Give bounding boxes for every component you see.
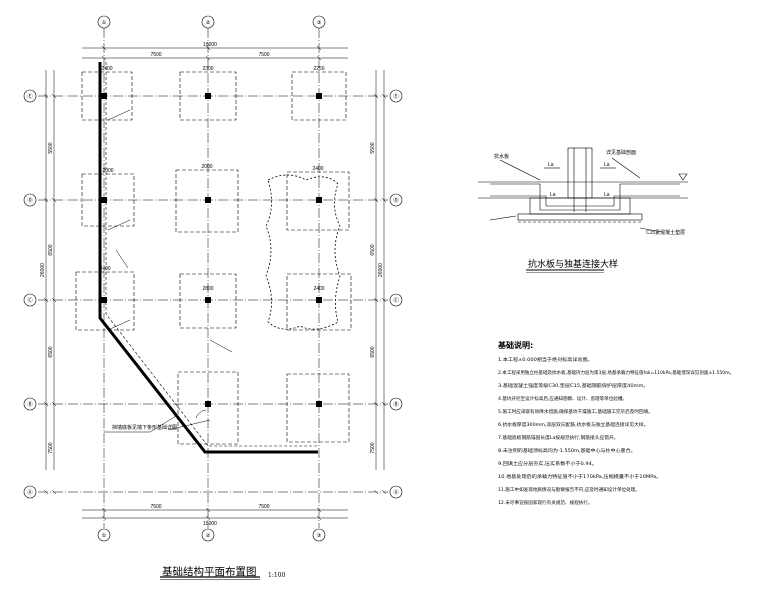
footing-pad — [81, 71, 133, 121]
note-line: 11.施工中如发现地质情况与勘察报告不符,应及时通知设计单位处理。 — [498, 486, 640, 493]
detail-label-section: 详见基础剖面 — [606, 149, 636, 156]
pad-size: 2000 — [201, 164, 212, 170]
axis-label-col-3-bottom: ③ — [317, 532, 322, 539]
axis-label-row-b-right: Ⓑ — [393, 400, 399, 408]
axis-label-col-1: ① — [102, 19, 107, 26]
pad-size: 2300 — [202, 66, 213, 72]
footing-pads — [75, 71, 352, 445]
footing-pad — [286, 171, 350, 231]
axis-label-col-2-bottom: ② — [206, 532, 211, 539]
axis-label-row-e-right: Ⓔ — [393, 92, 399, 100]
notes-lines: 1.本工程±0.000相当于绝对标高详总图。 2.本工程采用独立柱基础及抗水板,基… — [498, 356, 734, 506]
footing-pad — [81, 173, 135, 227]
dimension-lines — [43, 45, 387, 521]
footing-pad — [175, 169, 239, 233]
pad-size: 2000 — [102, 168, 113, 174]
axis-label-col-1-bottom: ① — [102, 532, 107, 539]
detail-label-la: La — [604, 162, 610, 168]
axis-bubbles — [23, 15, 403, 542]
leader-note: 挡墙底板见墙下条形基础详图 — [112, 424, 177, 431]
dim-left-span: 6500 — [48, 244, 54, 255]
pad-size: 2800 — [202, 286, 213, 292]
dim-right-span: 5500 — [370, 142, 376, 153]
pad-size: 2400 — [101, 66, 112, 72]
note-line: 8.未注明的基础顶标高均为-1.550m,基础中心与柱中心重合。 — [498, 447, 636, 454]
dim-bottom-span: 7500 — [258, 504, 269, 510]
note-line: 4.基坑开挖至设计标高后,应通知勘察、设计、监理等单位验槽。 — [498, 395, 627, 402]
plan-scale: 1:100 — [268, 572, 285, 579]
axis-label-row-c-right: Ⓒ — [393, 296, 399, 304]
detail-label-la: La — [550, 192, 556, 198]
pad-size: 2400 — [99, 266, 110, 272]
note-line: 10.地基处理后的承载力特征值不小于170kPa,压缩模量不小于10MPa。 — [498, 473, 661, 480]
detail-label-la: La — [604, 192, 610, 198]
plan-title: 基础结构平面布置图 — [162, 565, 257, 578]
retaining-wall — [98, 62, 318, 454]
dim-right-span: 6500 — [370, 346, 376, 357]
footing-pad — [286, 373, 350, 443]
footing-pad — [291, 71, 347, 121]
grid-lines — [38, 28, 388, 528]
dim-right-span: 7500 — [370, 442, 376, 453]
dim-left-span: 7500 — [48, 442, 54, 453]
dim-left-span: 5500 — [48, 142, 54, 153]
axis-label-row-a: Ⓐ — [27, 488, 33, 496]
pad-size: 2250 — [313, 66, 324, 72]
note-line: 3.基础混凝土强度等级C30,垫层C15,基础钢筋保护层厚度40mm。 — [498, 382, 649, 389]
note-line: 6.抗水板厚度300mm,双层双向配筋,抗水板与独立基础连接详见大样。 — [498, 421, 649, 428]
trench-outline — [265, 174, 341, 330]
detail-label-la: La — [548, 162, 554, 168]
note-line: 9.回填土应分层夯实,压实系数不小于0.94。 — [498, 460, 597, 467]
note-line: 7.基础底板钢筋锚固长度La按规范执行,钢筋接头应错开。 — [498, 434, 618, 441]
column-stubs — [101, 93, 322, 407]
dim-left-total: 26000 — [40, 263, 46, 277]
dim-bottom-span: 7500 — [150, 504, 161, 510]
footing-pad — [75, 271, 135, 331]
axis-label-row-b: Ⓑ — [27, 400, 33, 408]
axis-label-row-d-right: Ⓓ — [393, 196, 399, 204]
axis-label-row-c: Ⓒ — [27, 296, 33, 304]
rebar-annotations — [107, 109, 233, 431]
dim-top-span: 7500 — [150, 52, 161, 58]
detail-title: 抗水板与独基连接大样 — [528, 258, 618, 270]
footing-pad — [177, 371, 239, 445]
connection-detail — [478, 147, 688, 273]
dim-right-span: 6500 — [370, 244, 376, 255]
axis-label-row-e: Ⓔ — [27, 92, 33, 100]
note-line: 1.本工程±0.000相当于绝对标高详总图。 — [498, 356, 593, 363]
footing-pad — [179, 273, 237, 329]
axis-label-row-d: Ⓓ — [27, 196, 33, 204]
detail-label-slab: 抗水板 — [494, 153, 509, 160]
note-line: 12.未尽事宜按国家现行有关规范、规程执行。 — [498, 499, 593, 506]
note-line: 2.本工程采用独立柱基础及抗水板,基础持力层为第3层,地基承载力特征值fak=1… — [498, 369, 734, 376]
footing-pad — [286, 273, 352, 331]
pad-size: 2400 — [313, 286, 324, 292]
detail-label-cushion: C15素混凝土垫层 — [646, 229, 685, 236]
foundation-plan — [38, 28, 388, 580]
dim-top-total: 15000 — [203, 42, 217, 48]
axis-label-row-a-right: Ⓐ — [393, 488, 399, 496]
dim-bottom-total: 15000 — [203, 521, 217, 527]
dim-left-span: 6500 — [48, 346, 54, 357]
note-line: 5.施工时应采取有效降水措施,确保基坑干燥施工,基础施工完毕后及时回填。 — [498, 408, 653, 415]
pad-size: 2400 — [312, 166, 323, 172]
dim-top-span: 7500 — [258, 52, 269, 58]
axis-label-col-2: ② — [206, 19, 211, 26]
axis-label-col-3: ③ — [317, 19, 322, 26]
dim-right-total: 26000 — [378, 263, 384, 277]
notes-heading: 基础说明: — [497, 340, 533, 350]
footing-pad — [179, 71, 237, 121]
